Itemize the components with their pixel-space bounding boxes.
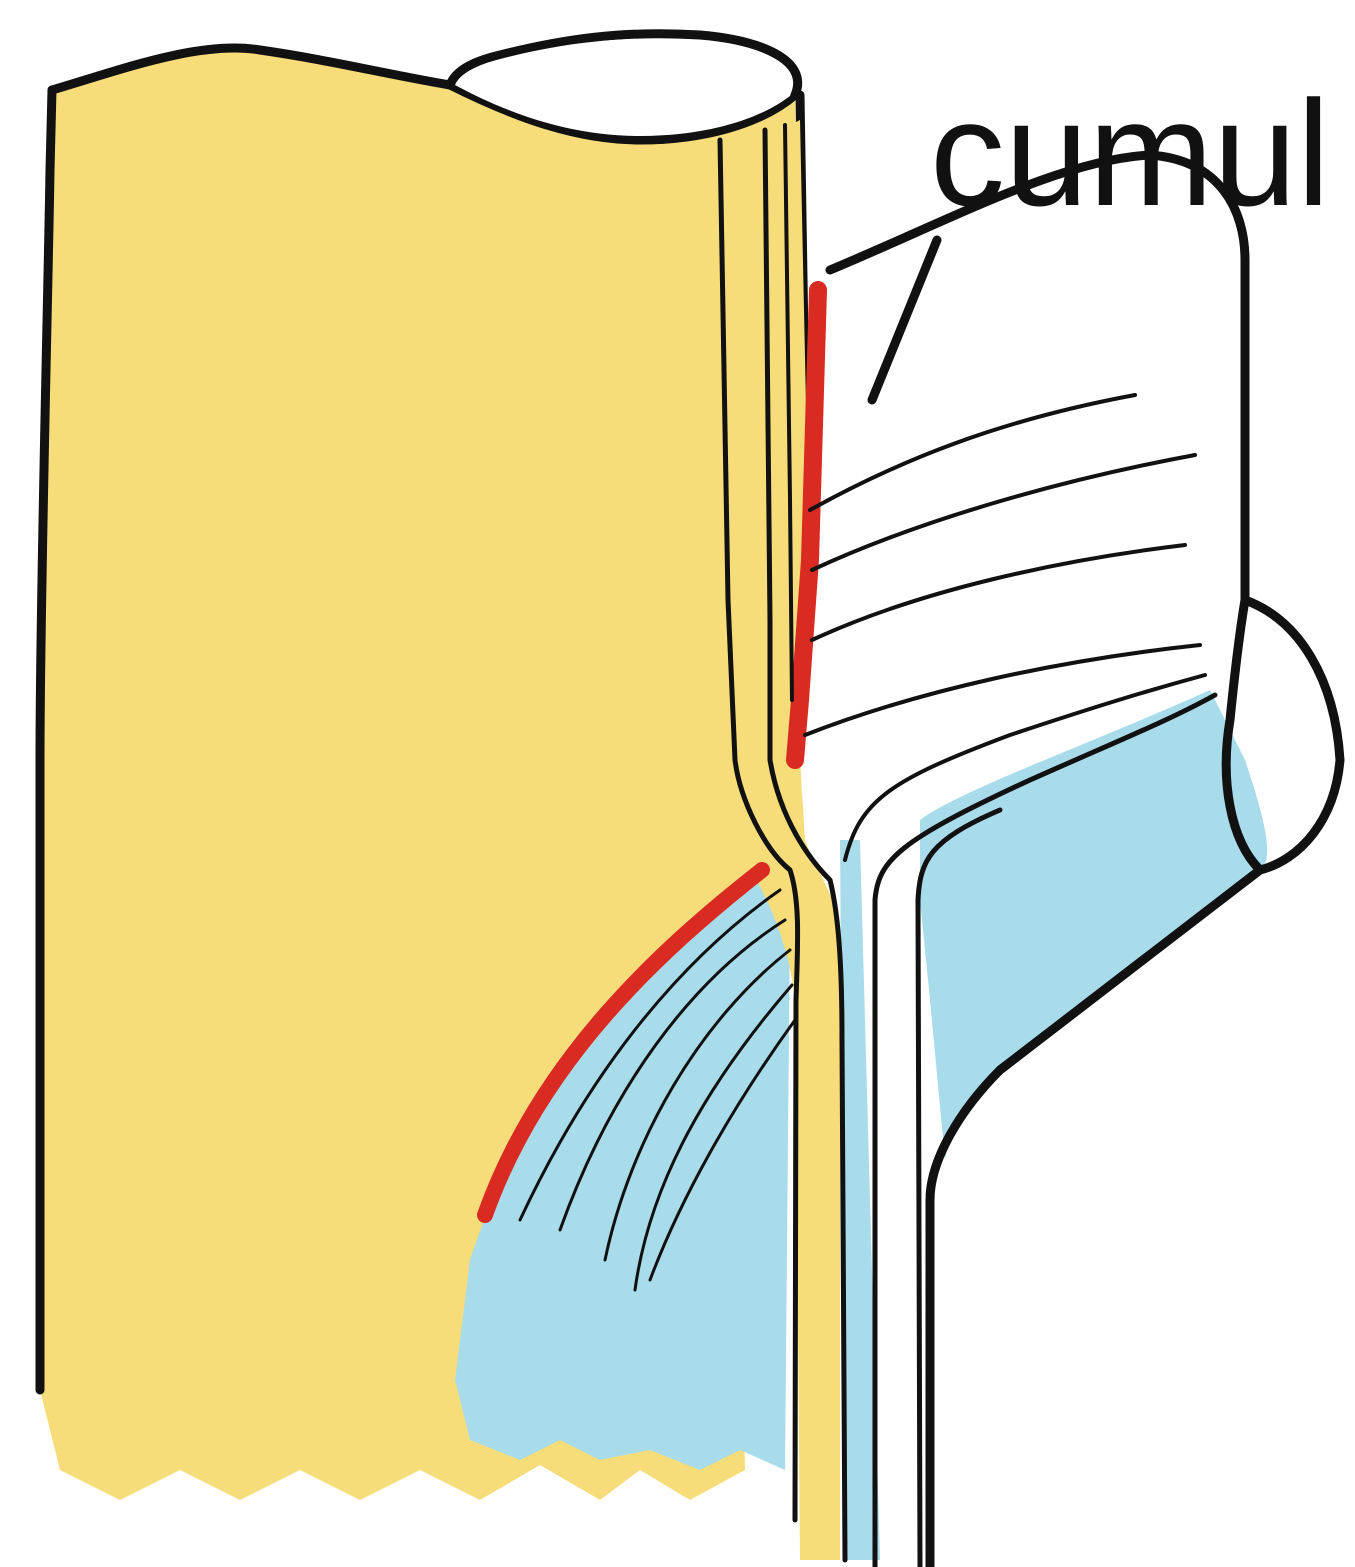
label-cumul: cumul [930, 69, 1330, 237]
